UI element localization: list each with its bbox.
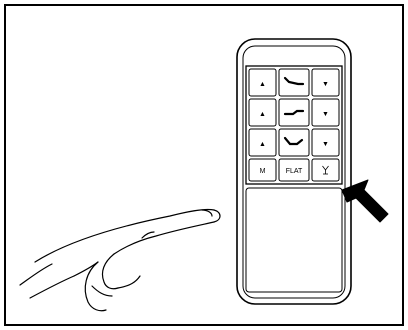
memory-label: M: [260, 168, 266, 175]
remote-control: ▲ ▼ ▲ ▼ ▲ ▼ M FLAT: [237, 39, 351, 304]
foot-up-label: ▲: [259, 111, 266, 118]
head-down-label: ▼: [322, 81, 329, 88]
head-up-label: ▲: [259, 81, 266, 88]
pointing-hand-icon: [20, 209, 220, 310]
position-3-icon-cell: [279, 129, 309, 156]
flat-label: FLAT: [286, 168, 303, 175]
zero-g-down-label: ▼: [322, 141, 329, 148]
remote-lower-panel: [246, 188, 342, 292]
foot-down-label: ▼: [322, 111, 329, 118]
zero-g-up-label: ▲: [259, 141, 266, 148]
